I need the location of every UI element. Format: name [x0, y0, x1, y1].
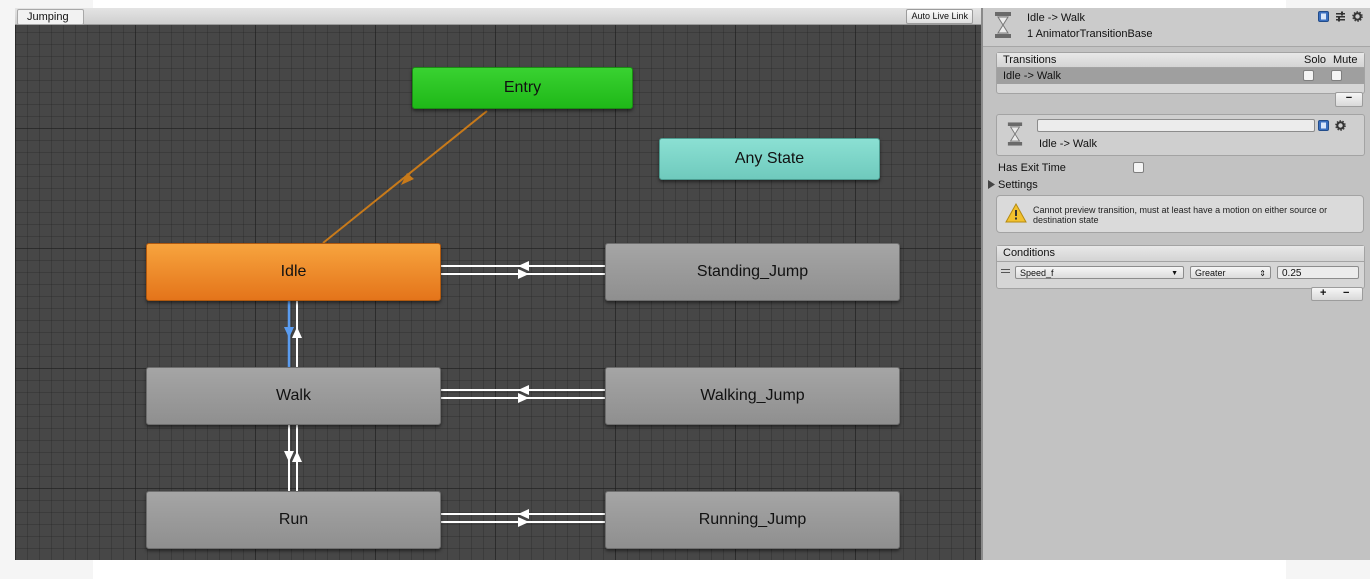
transitions-header-label: Transitions [1003, 54, 1057, 66]
transition-detail: Idle -> Walk [996, 114, 1365, 156]
state-walking-jump[interactable]: Walking_Jump [605, 367, 900, 425]
state-entry-label: Entry [503, 79, 542, 96]
conditions-header-label: Conditions [1003, 247, 1055, 259]
warning-icon [1005, 203, 1027, 223]
auto-live-link-button[interactable]: Auto Live Link [906, 9, 973, 24]
transition-running-jump-run-arrow [518, 509, 529, 519]
animator-graph[interactable]: Jumping Auto Live Link Entry Any State I… [15, 8, 981, 560]
settings-foldout[interactable]: Settings [998, 179, 1038, 191]
transition-row-name: Idle -> Walk [1003, 70, 1061, 82]
has-exit-time-label: Has Exit Time [998, 162, 1066, 174]
transition-hourglass-icon [995, 12, 1011, 38]
inspector-panel: Idle -> Walk 1 AnimatorTransitionBase Tr… [981, 8, 1370, 560]
chevron-down-icon: ▼ [1171, 270, 1178, 277]
state-idle-label: Idle [280, 263, 307, 280]
state-run[interactable]: Run [146, 491, 441, 549]
settings-foldout-arrow-icon[interactable] [988, 180, 995, 189]
help-book-icon[interactable] [1318, 120, 1329, 131]
inspector-title: Idle -> Walk [1027, 12, 1085, 24]
conditions-list: Conditions Speed_f ▼ Greater ⇕ 0.25 [996, 245, 1365, 289]
transition-walk-idle-arrow [292, 327, 302, 338]
state-idle[interactable]: Idle [146, 243, 441, 301]
transition-run-walk-arrow [292, 451, 302, 462]
inspector-subtitle: 1 AnimatorTransitionBase [1027, 28, 1153, 40]
transition-detail-label: Idle -> Walk [1039, 138, 1097, 150]
remove-transition-button[interactable]: − [1335, 92, 1363, 107]
solo-column-label: Solo [1304, 54, 1327, 66]
condition-parameter-dropdown[interactable]: Speed_f ▼ [1015, 266, 1184, 279]
condition-parameter-value: Speed_f [1020, 268, 1054, 278]
transition-name-field[interactable] [1037, 119, 1315, 132]
transition-walking-jump-walk-arrow [518, 385, 529, 395]
help-book-icon[interactable] [1318, 11, 1329, 22]
transition-solo-checkbox[interactable] [1303, 70, 1314, 81]
gear-icon[interactable] [1352, 11, 1363, 22]
mute-column-label: Mute [1333, 54, 1358, 66]
condition-value-field[interactable]: 0.25 [1277, 266, 1359, 279]
add-condition-button[interactable]: + [1320, 287, 1327, 299]
preset-sliders-icon[interactable] [1335, 11, 1346, 22]
condition-mode-dropdown[interactable]: Greater ⇕ [1190, 266, 1271, 279]
state-running-jump[interactable]: Running_Jump [605, 491, 900, 549]
state-walking-jump-label: Walking_Jump [700, 387, 805, 404]
state-entry[interactable]: Entry [412, 67, 633, 109]
transition-walk-run-arrow [284, 451, 294, 462]
conditions-list-header: Conditions [997, 246, 1364, 262]
transition-detail-hourglass-icon [1007, 122, 1023, 146]
transitions-list-header: Transitions Solo Mute [997, 53, 1364, 68]
state-run-label: Run [278, 511, 309, 528]
breadcrumb[interactable]: Jumping [17, 9, 84, 25]
has-exit-time-checkbox[interactable] [1133, 162, 1144, 173]
up-down-arrows-icon: ⇕ [1259, 269, 1266, 278]
condition-mode-value: Greater [1195, 268, 1226, 278]
transition-row[interactable]: Idle -> Walk [997, 68, 1364, 84]
inspector-header: Idle -> Walk 1 AnimatorTransitionBase [983, 8, 1370, 47]
state-standing-jump[interactable]: Standing_Jump [605, 243, 900, 301]
graph-toolbar: Jumping Auto Live Link [15, 8, 981, 25]
drag-handle-icon[interactable] [1001, 269, 1010, 274]
state-walk-label: Walk [276, 387, 311, 404]
state-any-state-label: Any State [734, 150, 805, 167]
state-any-state[interactable]: Any State [659, 138, 880, 180]
state-walk[interactable]: Walk [146, 367, 441, 425]
transition-standing-jump-idle-arrow [518, 261, 529, 271]
state-running-jump-label: Running_Jump [698, 511, 807, 528]
transitions-list: Transitions Solo Mute Idle -> Walk [996, 52, 1365, 94]
remove-condition-button[interactable]: − [1343, 287, 1350, 299]
gear-icon[interactable] [1335, 120, 1346, 131]
state-standing-jump-label: Standing_Jump [696, 263, 809, 280]
warning-message: Cannot preview transition, must at least… [1033, 205, 1328, 225]
conditions-footer: + − [1311, 287, 1363, 301]
warning-helpbox: Cannot preview transition, must at least… [996, 195, 1364, 233]
transition-mute-checkbox[interactable] [1331, 70, 1342, 81]
transition-arrows [284, 110, 605, 527]
condition-row: Speed_f ▼ Greater ⇕ 0.25 [997, 263, 1364, 281]
